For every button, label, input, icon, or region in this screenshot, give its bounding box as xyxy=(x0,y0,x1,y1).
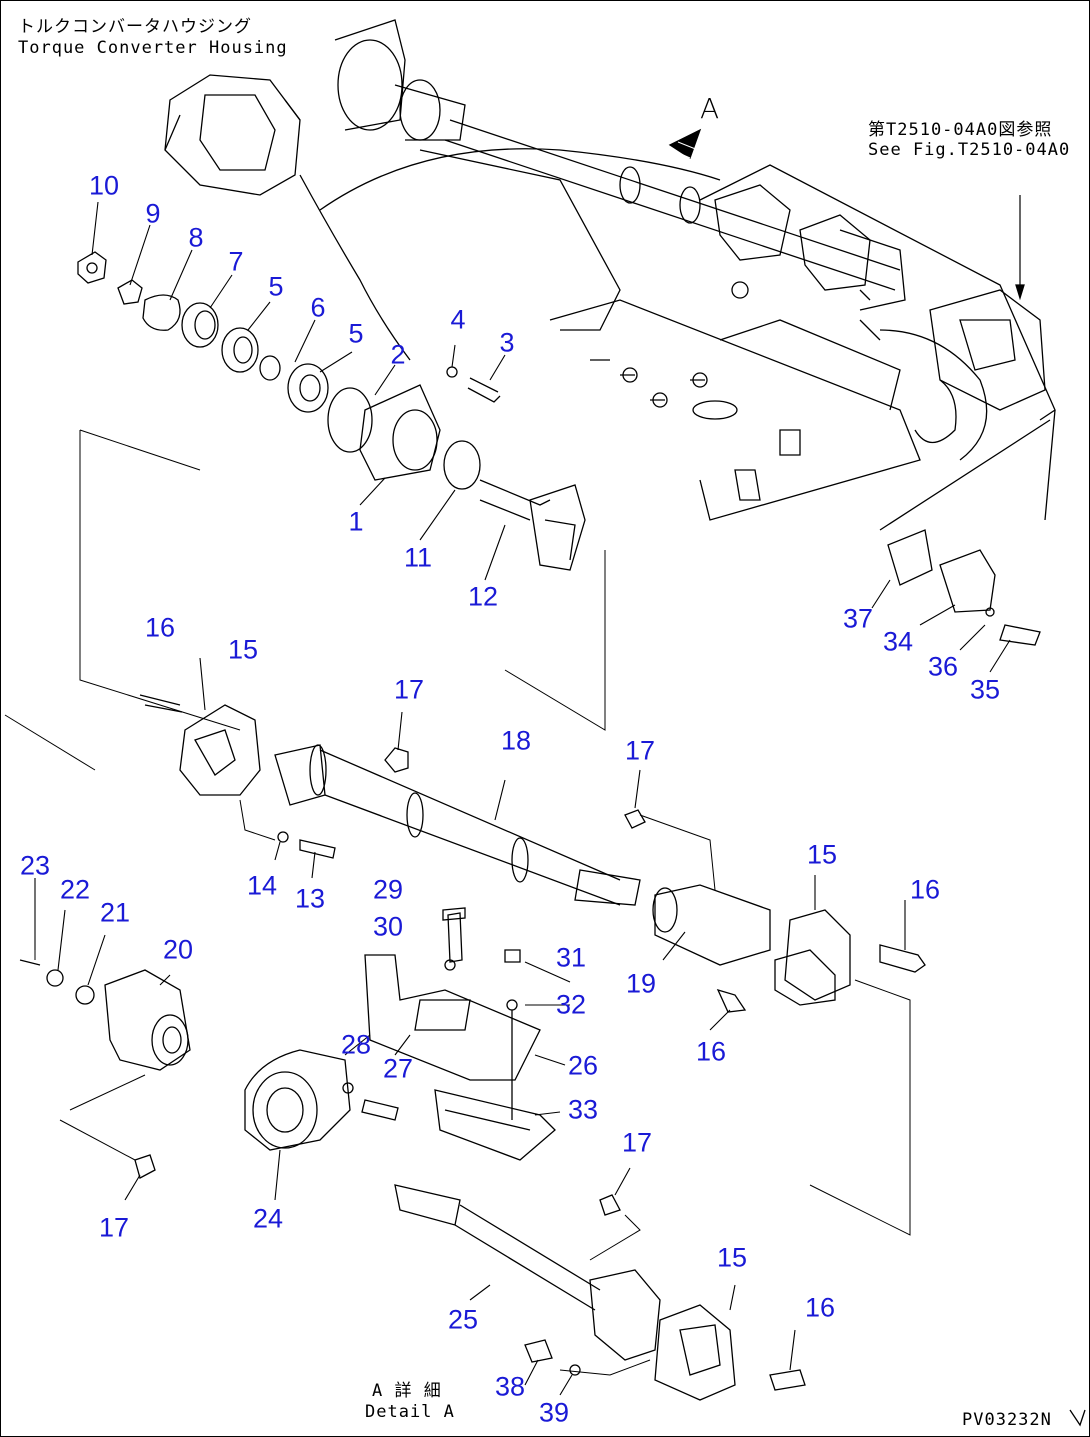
callout-23[interactable]: 23 xyxy=(19,850,51,881)
housing-label-jp: トルクコンバータハウジング xyxy=(18,17,252,37)
callout-5b[interactable]: 5 xyxy=(348,318,364,349)
callout-28[interactable]: 28 xyxy=(340,1029,372,1060)
callout-5a[interactable]: 5 xyxy=(268,271,284,302)
callout-25[interactable]: 25 xyxy=(447,1304,479,1335)
callout-2[interactable]: 2 xyxy=(390,339,406,370)
callout-31[interactable]: 31 xyxy=(555,942,587,973)
callout-1[interactable]: 1 xyxy=(348,506,364,537)
view-a-arrow xyxy=(670,130,700,158)
callout-leaders xyxy=(35,202,1010,1395)
callout-30[interactable]: 30 xyxy=(372,911,404,942)
callout-39[interactable]: 39 xyxy=(538,1397,570,1428)
callout-33[interactable]: 33 xyxy=(567,1094,599,1125)
detail-label-en: Detail A xyxy=(365,1402,455,1422)
callout-13[interactable]: 13 xyxy=(294,883,326,914)
callout-17b[interactable]: 17 xyxy=(624,735,656,766)
callout-14[interactable]: 14 xyxy=(246,870,278,901)
callout-16a[interactable]: 16 xyxy=(144,612,176,643)
callout-12[interactable]: 12 xyxy=(467,581,499,612)
callout-15c[interactable]: 15 xyxy=(716,1242,748,1273)
reference-label-jp: 第T2510-04A0図参照 xyxy=(868,120,1053,140)
callout-8[interactable]: 8 xyxy=(188,222,204,253)
callout-16c[interactable]: 16 xyxy=(695,1036,727,1067)
callout-29[interactable]: 29 xyxy=(372,874,404,905)
callout-16b[interactable]: 16 xyxy=(909,874,941,905)
detail-label-jp: A 詳 細 xyxy=(372,1381,442,1401)
callout-27[interactable]: 27 xyxy=(382,1053,414,1084)
drawing-code: PV03232N xyxy=(962,1410,1052,1430)
callout-17d[interactable]: 17 xyxy=(98,1212,130,1243)
callout-11[interactable]: 11 xyxy=(403,542,433,573)
callout-4[interactable]: 4 xyxy=(450,304,466,335)
yoke-housing-assembly xyxy=(328,385,585,570)
reference-label-en: See Fig.T2510-04A0 xyxy=(868,140,1071,160)
group-lines xyxy=(5,430,910,1375)
callout-24[interactable]: 24 xyxy=(252,1203,284,1234)
callout-36[interactable]: 36 xyxy=(927,651,959,682)
transmission-case xyxy=(420,150,1055,530)
callout-9[interactable]: 9 xyxy=(145,198,161,229)
callout-17c[interactable]: 17 xyxy=(621,1127,653,1158)
middle-drive-shaft xyxy=(140,695,770,965)
callout-20[interactable]: 20 xyxy=(162,934,194,965)
callout-22[interactable]: 22 xyxy=(59,874,91,905)
upper-drive-shaft xyxy=(395,80,900,290)
callout-38[interactable]: 38 xyxy=(494,1371,526,1402)
callout-35[interactable]: 35 xyxy=(969,674,1001,705)
callout-15a[interactable]: 15 xyxy=(227,634,259,665)
code-corner-mark xyxy=(1070,1410,1085,1425)
callout-32[interactable]: 32 xyxy=(555,989,587,1020)
bracket-assembly xyxy=(365,908,555,1160)
flange-20 xyxy=(20,960,190,1178)
callout-10[interactable]: 10 xyxy=(88,170,120,201)
right-universal-joint xyxy=(718,910,925,1012)
callout-37[interactable]: 37 xyxy=(842,603,874,634)
callout-26[interactable]: 26 xyxy=(567,1050,599,1081)
callout-21[interactable]: 21 xyxy=(99,897,131,928)
housing-label-en: Torque Converter Housing xyxy=(18,38,288,58)
callout-18[interactable]: 18 xyxy=(500,725,532,756)
callout-3[interactable]: 3 xyxy=(499,327,515,358)
callout-17a[interactable]: 17 xyxy=(393,674,425,705)
callout-6[interactable]: 6 xyxy=(310,292,326,323)
callout-19[interactable]: 19 xyxy=(625,968,657,999)
right-small-parts xyxy=(888,530,1040,645)
callout-34[interactable]: 34 xyxy=(882,626,914,657)
callout-7[interactable]: 7 xyxy=(228,246,244,277)
lower-drive-shaft xyxy=(395,1185,805,1400)
torque-converter-housing xyxy=(165,20,720,360)
callout-15b[interactable]: 15 xyxy=(806,839,838,870)
view-a-label: A xyxy=(700,92,721,125)
upper-small-parts xyxy=(78,252,500,412)
callout-16d[interactable]: 16 xyxy=(804,1292,836,1323)
support-bearing-24 xyxy=(245,1050,398,1150)
